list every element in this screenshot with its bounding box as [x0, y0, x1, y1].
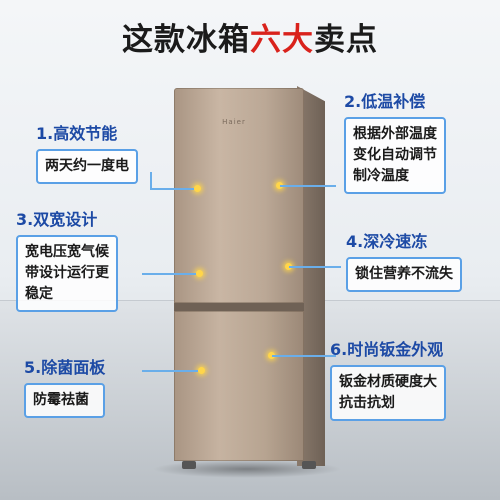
fridge-shadow	[152, 460, 342, 478]
feature-4-callout: 4.深冷速冻 锁住营养不流失	[346, 228, 462, 292]
feature-3-callout: 3.双宽设计 宽电压宽气候 带设计运行更 稳定	[16, 206, 118, 312]
page-title: 这款冰箱六大卖点	[122, 22, 378, 58]
feature-4-connector	[289, 266, 341, 268]
feature-2-line-3: 制冷温度	[353, 168, 409, 184]
fridge-lower-door	[174, 311, 304, 461]
feature-4-description: 锁住营养不流失	[346, 257, 462, 292]
feature-6-callout: 6.时尚钣金外观 钣金材质硬度大 抗击抗划	[330, 336, 446, 421]
feature-2-line-2: 变化自动调节	[353, 147, 437, 163]
feature-1-marker	[194, 185, 201, 192]
refrigerator-image: Haier	[152, 80, 342, 478]
feature-5-connector	[142, 370, 198, 372]
feature-3-line-3: 稳定	[25, 286, 53, 302]
feature-6-line-1: 钣金材质硬度大	[339, 374, 437, 390]
feature-6-marker	[268, 352, 275, 359]
feature-3-description: 宽电压宽气候 带设计运行更 稳定	[16, 235, 118, 312]
feature-2-heading: 2.低温补偿	[344, 92, 426, 111]
feature-5-callout: 5.除菌面板 防霉祛菌	[24, 354, 106, 418]
feature-1-heading: 1.高效节能	[36, 124, 118, 143]
feature-6-connector	[272, 355, 336, 357]
feature-4-marker	[285, 263, 292, 270]
feature-3-heading: 3.双宽设计	[16, 210, 98, 229]
feature-2-marker	[276, 182, 283, 189]
feature-5-marker	[198, 367, 205, 374]
feature-3-connector	[142, 273, 196, 275]
fridge-foot-right	[302, 461, 316, 469]
fridge-door-gap	[174, 303, 304, 311]
feature-1-description: 两天约一度电	[36, 149, 138, 184]
fridge-brand-logo: Haier	[222, 118, 246, 126]
fridge-upper-door	[174, 88, 304, 303]
feature-2-connector	[280, 185, 336, 187]
feature-1-callout: 1.高效节能 两天约一度电	[36, 120, 138, 184]
feature-3-marker	[196, 270, 203, 277]
feature-5-heading: 5.除菌面板	[24, 358, 106, 377]
feature-3-line-2: 带设计运行更	[25, 265, 109, 281]
feature-5-description: 防霉祛菌	[24, 383, 106, 418]
feature-6-line-2: 抗击抗划	[339, 395, 395, 411]
feature-3-line-1: 宽电压宽气候	[25, 244, 109, 260]
feature-6-heading: 6.时尚钣金外观	[330, 340, 444, 359]
feature-2-callout: 2.低温补偿 根据外部温度 变化自动调节 制冷温度	[344, 88, 446, 194]
feature-1-line-1: 两天约一度电	[45, 158, 129, 174]
feature-4-line-1: 锁住营养不流失	[355, 266, 453, 282]
feature-6-description: 钣金材质硬度大 抗击抗划	[330, 365, 446, 421]
feature-1-connector	[150, 188, 194, 190]
feature-2-description: 根据外部温度 变化自动调节 制冷温度	[344, 117, 446, 194]
feature-4-heading: 4.深冷速冻	[346, 232, 428, 251]
feature-1-connector-v	[150, 172, 152, 189]
feature-2-line-1: 根据外部温度	[353, 126, 437, 142]
feature-5-line-1: 防霉祛菌	[33, 392, 89, 408]
fridge-foot-left	[182, 461, 196, 469]
